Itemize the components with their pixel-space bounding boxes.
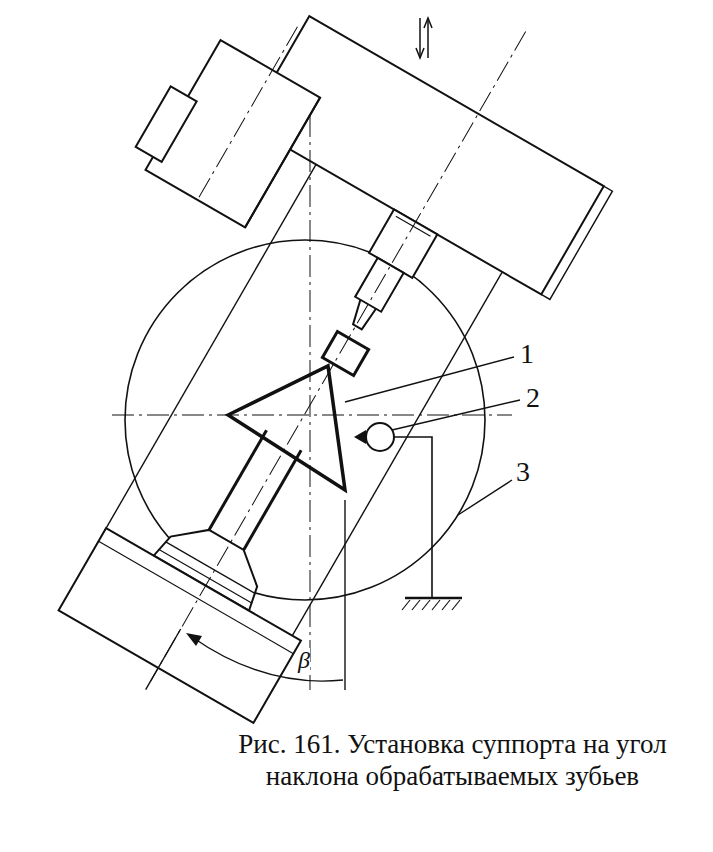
tilted-slide	[0, 0, 660, 767]
callout-number: 3	[516, 458, 530, 486]
callout-number: 1	[520, 340, 534, 368]
callout-number: 2	[526, 384, 540, 412]
workpiece	[228, 366, 345, 490]
angle-label: β	[298, 648, 310, 672]
figure-caption: Рис. 161. Установка суппорта на угол нак…	[205, 728, 700, 793]
